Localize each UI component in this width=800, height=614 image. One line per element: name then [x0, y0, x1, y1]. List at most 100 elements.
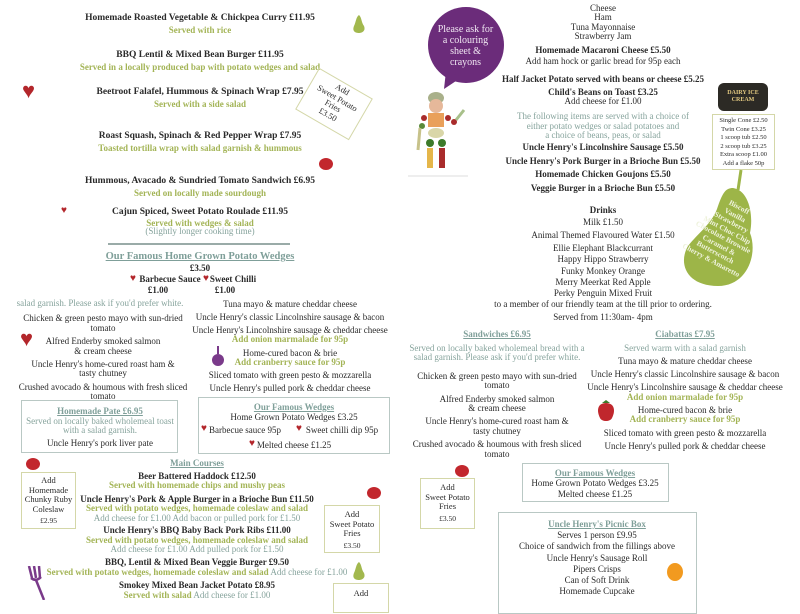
addon-label: Add: [353, 588, 369, 598]
cut-line: salad garnish. Please ask if you'd prefe…: [16, 298, 184, 308]
drink-flavour: Merry Meerkat Red Apple: [555, 277, 651, 287]
ciabatta-item: Uncle Henry's classic Lincolnshire sausa…: [195, 312, 385, 322]
bubble-line: sheet &: [450, 46, 481, 57]
cut-addon-box: Add: [333, 583, 389, 613]
ciabatta-item: Uncle Henry's Lincolnshire sausage & che…: [192, 325, 388, 335]
menu-item-name: Homemade Chicken Goujons £5.50: [535, 169, 671, 179]
menu-item-name: Cajun Spiced, Sweet Potato Roulade £11.9…: [111, 207, 289, 217]
dip: Sweet chilli dip 95p: [305, 425, 379, 435]
price-line: Extra scoop £1.00: [719, 151, 768, 158]
ice-cream-prices: Single Cone £2.50 Twin Cone £3.25 1 scoo…: [712, 114, 775, 170]
addon-price: £3.50: [439, 513, 456, 523]
section-title: Main Courses: [170, 458, 224, 468]
filling: Cheese: [590, 3, 616, 13]
addon-label: Add: [440, 482, 455, 492]
ciabatta-item: Home-cured bacon & brie: [242, 348, 338, 358]
sandwich-item: Uncle Henry's home-cured roast ham &: [31, 359, 175, 369]
menu-item-desc: Served on locally made sourdough: [133, 188, 267, 198]
addon-price: £2.95: [40, 516, 57, 525]
picnic-item: Choice of sandwich from the fillings abo…: [519, 541, 675, 551]
addon-label: Fries: [439, 501, 456, 511]
filling: Strawberry Jam: [574, 31, 632, 41]
kids-note: a choice of beans, peas, or salad: [545, 130, 661, 140]
sandwich-item: tomato: [90, 391, 116, 401]
menu-item-name: BBQ Lentil & Mixed Bean Burger £11.95: [116, 50, 284, 60]
ciabatta-item: Tuna mayo & mature cheddar cheese: [223, 299, 357, 309]
price-line: Single Cone £2.50: [719, 117, 768, 124]
addon-label: Coleslaw: [32, 503, 65, 514]
ciabatta-item: Home-cured bacon & brie: [637, 405, 733, 415]
menu-item: Home Grown Potato Wedges £3.25: [531, 478, 659, 488]
menu-item-extra: Add ham hock or garlic bread for 95p eac…: [525, 56, 681, 66]
menu-item-name: Homemade Macaroni Cheese £5.50: [535, 45, 671, 55]
addon-label: Sweet Potato: [425, 491, 470, 502]
menu-item-name: Uncle Henry's Lincolnshire Sausage £5.50: [522, 142, 684, 152]
section-title: Drinks: [589, 205, 617, 215]
menu-item-desc: Toasted tortilla wrap with salad garnish…: [98, 143, 302, 153]
menu-item-name: Smokey Mixed Bean Jacket Potato £8.95: [119, 580, 275, 590]
heart-icon: ♥: [296, 423, 302, 434]
section-desc: Served on locally baked wholemeal bread …: [409, 343, 585, 353]
price-line: 1 scoop tub £2.50: [720, 134, 767, 141]
tomato-icon: [26, 458, 40, 470]
serving-times: Served from 11:30am- 4pm: [553, 312, 653, 322]
sandwich-item: Chicken & green pesto mayo with sun-drie…: [23, 313, 183, 323]
drink-flavour: Ellie Elephant Blackcurrant: [553, 243, 653, 253]
menu-item-name: Roast Squash, Spinach & Red Pepper Wrap …: [98, 131, 302, 141]
ciabatta-item: Uncle Henry's Lincolnshire sausage & che…: [587, 382, 783, 392]
section-title: Uncle Henry's Picnic Box: [548, 519, 646, 529]
price-line: Twin Cone £3.25: [721, 125, 766, 133]
heart-icon: ♥: [203, 273, 209, 284]
menu-item-name: Beer Battered Haddock £12.50: [138, 471, 256, 481]
ciabatta-item: Tuna mayo & mature cheddar cheese: [618, 356, 752, 366]
menu-item-name: Homemade Roasted Vegetable & Chickpea Cu…: [85, 13, 315, 23]
picnic-item: Can of Soft Drink: [564, 575, 630, 585]
vegetable-man-illustration: [408, 92, 468, 177]
ciabatta-item: Uncle Henry's pulled pork & cheddar chee…: [604, 441, 766, 451]
kids-note: either potato wedges or salad potatoes a…: [526, 121, 680, 131]
addon-label: Sweet Potato: [329, 518, 375, 529]
picnic-item: Homemade Cupcake: [559, 586, 635, 596]
ciabatta-item: Sliced tomato with green pesto & mozzare…: [208, 370, 372, 380]
strawberry-icon: [598, 400, 614, 421]
sandwich-item: Alfred Enderby smoked salmon: [439, 394, 555, 404]
menu-item-name: Uncle Henry's BBQ Baby Back Pork Ribs £1…: [103, 525, 291, 535]
sandwich-item: Crushed avocado & houmous with fresh sli…: [412, 439, 582, 449]
menu-item-desc: Served with a side salad: [153, 99, 247, 109]
addon-label: Fries: [343, 528, 361, 538]
drink: Animal Themed Flavoured Water £1.50: [531, 230, 675, 240]
menu-item-extra: Add cheese for £1.00: [564, 96, 642, 106]
addon-label: Add: [41, 475, 56, 485]
section-title: Our Famous Wedges: [253, 402, 335, 412]
speech-bubble-text: Please ask for a colouring sheet & crayo…: [423, 24, 508, 68]
coleslaw-addon-box: Add Homemade Chunky Ruby Coleslaw £2.95: [21, 472, 76, 529]
tomato-icon: [319, 158, 333, 170]
menu-item-name: Uncle Henry's Pork & Apple Burger in a B…: [80, 494, 314, 504]
menu-item-name: BBQ, Lentil & Mixed Bean Veggie Burger £…: [104, 557, 290, 567]
wedges-box-left: Our Famous Wedges Home Grown Potato Wedg…: [198, 397, 390, 454]
section-desc: Served on locally baked wholemeal toast: [26, 416, 174, 426]
dip: Barbecue sauce 95p: [209, 425, 281, 435]
menu-item: Home Grown Potato Wedges £3.25: [230, 412, 358, 422]
sandwich-item: Chicken & green pesto mayo with sun-drie…: [417, 371, 577, 381]
section-desc: Served warm with a salad garnish: [624, 343, 746, 353]
divider: [108, 243, 290, 245]
section-desc: with a salad garnish.: [63, 425, 137, 435]
section-title: Homemade Pate £6.95: [57, 406, 143, 416]
kids-note: The following items are served with a ch…: [517, 111, 689, 121]
heart-icon: ♥: [61, 205, 67, 216]
addon-sweet-potato-fries-rotated: Add Sweet Potato Fries £3.50: [295, 67, 373, 141]
sandwich-item: tasty chutney: [473, 426, 521, 436]
menu-item-desc-line: Served with potato wedges, homemade cole…: [47, 567, 348, 577]
pear-icon: [683, 169, 753, 286]
section-title: Our Famous Wedges: [554, 468, 636, 478]
sandwich-item: & cream cheese: [74, 346, 132, 356]
sauce: Barbecue Sauce: [139, 274, 201, 284]
ciabatta-extra: Add cranberry sauce for 95p: [629, 414, 741, 424]
tomato-icon: [455, 465, 469, 477]
sauce: Sweet Chilli: [209, 274, 257, 284]
ciabatta-item: Uncle Henry's pulled pork & cheddar chee…: [209, 383, 371, 393]
sandwich-item: tomato: [484, 449, 510, 459]
pear-icon: [353, 15, 365, 33]
menu-item-desc: Served with rice: [168, 25, 232, 35]
